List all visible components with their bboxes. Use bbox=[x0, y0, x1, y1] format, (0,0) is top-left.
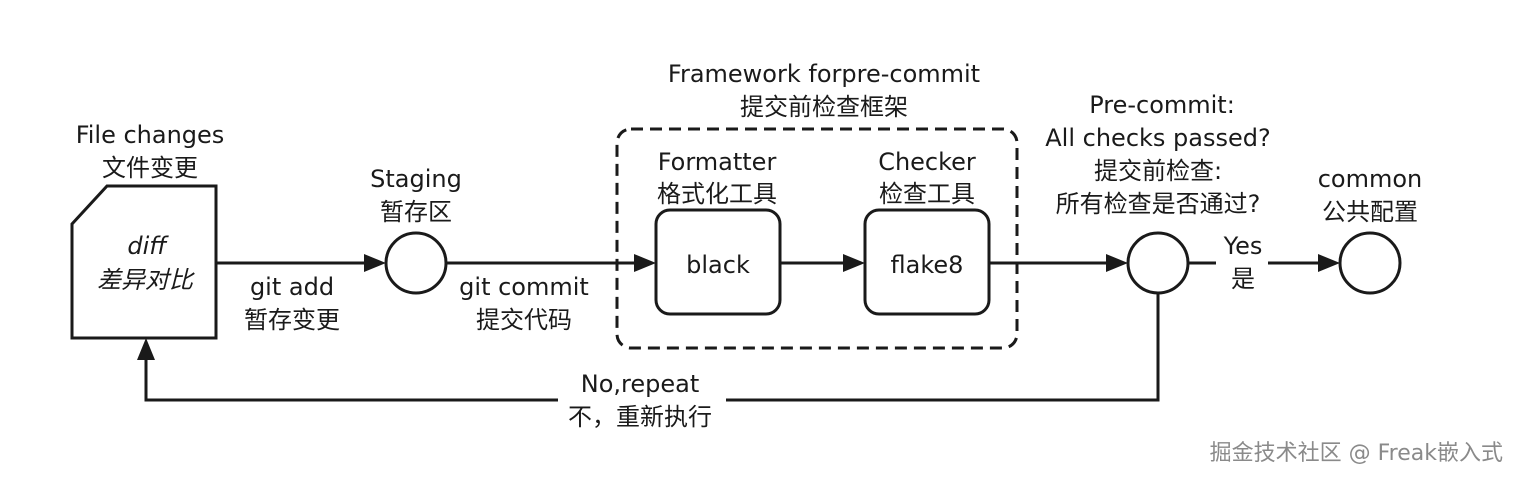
decision-line-4: 所有检查是否通过? bbox=[1056, 190, 1261, 218]
git-add-arrowhead bbox=[364, 254, 386, 272]
decision-line-3: 提交前检查: bbox=[1094, 157, 1222, 185]
decision-node bbox=[1126, 231, 1190, 295]
no-repeat-label-bg bbox=[558, 368, 726, 434]
staging-label-en: Staging bbox=[370, 165, 462, 193]
formatter-title-zh: 格式化工具 bbox=[657, 180, 777, 208]
git-add-label-zh: 暂存变更 bbox=[244, 306, 340, 334]
framework-label-zh: 提交前检查框架 bbox=[740, 93, 908, 121]
yes-label-zh: 是 bbox=[1231, 265, 1255, 293]
yes-label-en: Yes bbox=[1223, 232, 1263, 260]
file-changes-title-zh: 文件变更 bbox=[102, 154, 198, 182]
common-label-zh: 公共配置 bbox=[1322, 198, 1418, 226]
no-repeat-label-en: No,repeat bbox=[581, 370, 700, 398]
file-changes-doc-zh: 差异对比 bbox=[97, 266, 195, 294]
watermark: 掘金技术社区 @ Freak嵌入式 bbox=[1210, 441, 1503, 466]
file-changes-title-en: File changes bbox=[76, 121, 225, 149]
git-commit-label-zh: 提交代码 bbox=[476, 306, 572, 334]
git-commit-label-en: git commit bbox=[459, 273, 589, 301]
decision-line-1: Pre-commit: bbox=[1089, 91, 1235, 119]
black-to-flake8-arrowhead bbox=[843, 254, 865, 272]
yes-label-bg bbox=[1216, 232, 1268, 298]
checker-tool-label: flake8 bbox=[891, 251, 964, 279]
flake8-to-decision-arrowhead bbox=[1106, 254, 1128, 272]
staging-node bbox=[384, 231, 448, 295]
file-changes-document bbox=[70, 184, 218, 340]
framework-label-en: Framework forpre-commit bbox=[668, 60, 980, 88]
file-changes-doc-en: diff bbox=[127, 232, 169, 260]
no-repeat-arrowhead bbox=[137, 338, 155, 360]
staging-label-zh: 暂存区 bbox=[380, 198, 452, 226]
yes-arrowhead bbox=[1318, 254, 1340, 272]
no-repeat-label-zh: 不，重新执行 bbox=[568, 403, 712, 431]
checker-title-zh: 检查工具 bbox=[879, 180, 975, 208]
checker-title-en: Checker bbox=[878, 148, 976, 176]
git-add-label-en: git add bbox=[250, 273, 334, 301]
formatter-tool-label: black bbox=[686, 251, 750, 279]
git-commit-arrowhead bbox=[634, 254, 656, 272]
decision-line-2: All checks passed? bbox=[1045, 124, 1270, 152]
common-label-en: common bbox=[1318, 165, 1423, 193]
formatter-title-en: Formatter bbox=[658, 148, 777, 176]
common-node bbox=[1338, 231, 1402, 295]
